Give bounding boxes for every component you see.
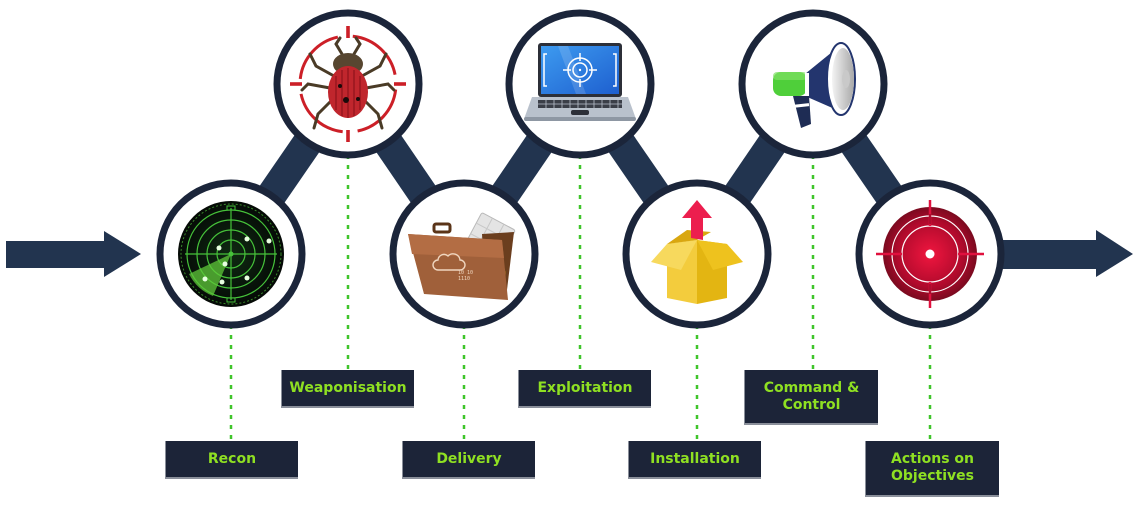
stage-label-text: Delivery xyxy=(436,450,502,467)
stage-label-text: Actions on Objectives xyxy=(890,451,974,484)
laptop-crosshair-icon xyxy=(524,43,636,121)
arrow-right-icon xyxy=(104,231,141,277)
stage-label-text: Command & Control xyxy=(763,379,860,413)
radar-icon xyxy=(178,201,284,307)
stage-label-delivery: Delivery xyxy=(402,441,535,479)
stage-label-weaponisation: Weaponisation xyxy=(281,370,414,408)
stage-label-text: Weaponisation xyxy=(289,379,407,396)
stage-label-exploitation: Exploitation xyxy=(518,370,651,408)
start-arrow xyxy=(6,231,141,277)
stage-label-text: Exploitation xyxy=(537,379,633,396)
target-icon xyxy=(876,200,984,308)
box-arrow-up-icon xyxy=(651,200,743,304)
end-arrow xyxy=(1000,230,1133,277)
megaphone-icon xyxy=(773,42,856,128)
end-arrow-shaft xyxy=(1000,240,1098,269)
arrow-right-icon xyxy=(1096,230,1133,277)
svg-text:10 10: 10 10 xyxy=(458,270,473,276)
start-arrow-shaft xyxy=(6,241,106,268)
stage-label-text: Installation xyxy=(650,450,740,467)
stage-label-command-and-control: Command & Control xyxy=(744,370,878,425)
briefcase-icon: 10 10 1110 xyxy=(408,212,516,300)
stage-label-actions-on-objectives: Actions on Objectives xyxy=(865,441,999,497)
stage-label-recon: Recon xyxy=(165,441,298,479)
stage-label-installation: Installation xyxy=(628,441,761,479)
bug-target-icon xyxy=(290,26,406,142)
svg-text:1110: 1110 xyxy=(458,276,470,282)
stage-label-text: Recon xyxy=(207,450,257,467)
